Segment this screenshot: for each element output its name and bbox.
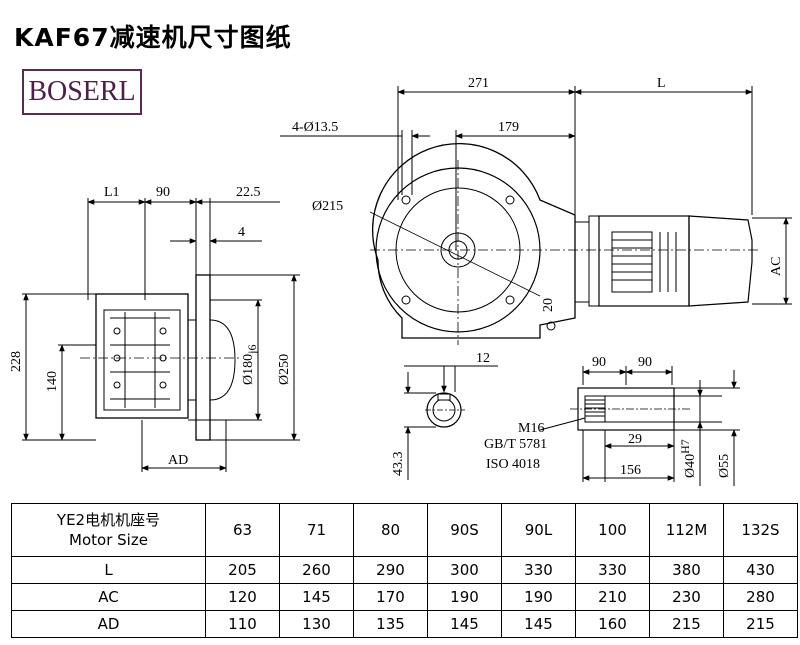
hollow-shaft-section — [539, 366, 740, 486]
table-cell: 120 — [205, 583, 280, 611]
table-row: AC 120 145 170 190 190 210 230 280 — [11, 583, 798, 611]
dim-156: 156 — [620, 463, 641, 478]
header-size-cell: 132S — [723, 503, 798, 557]
table-cell: 190 — [427, 583, 502, 611]
technical-drawing: L1 90 22.5 4 228 140 Ø180j6 Ø250 AD — [9, 76, 792, 486]
dim-l1: L1 — [104, 185, 120, 200]
table-row: AD 110 130 135 145 145 160 215 215 — [11, 610, 798, 638]
dim-ac: AC — [769, 257, 784, 276]
table-cell: 215 — [723, 610, 798, 638]
table-cell: 110 — [205, 610, 280, 638]
brand-logo: BOSERL — [22, 69, 142, 115]
dim-179: 179 — [498, 120, 519, 135]
dim-228: 228 — [9, 351, 24, 372]
table-row: L 205 260 290 300 330 330 380 430 — [11, 556, 798, 584]
header-size-cell: 112M — [649, 503, 724, 557]
table-cell: 290 — [353, 556, 428, 584]
table-cell: 145 — [501, 610, 576, 638]
table-cell: 160 — [575, 610, 650, 638]
header-size-cell: 90S — [427, 503, 502, 557]
dim-d250: Ø250 — [277, 354, 292, 385]
table-cell: 210 — [575, 583, 650, 611]
header-size-cell: 71 — [279, 503, 354, 557]
dim-holes: 4-Ø13.5 — [292, 120, 338, 135]
dim-d55: Ø55 — [717, 454, 732, 478]
table-cell: 380 — [649, 556, 724, 584]
dim-12: 12 — [476, 351, 490, 366]
dim-43-3: 43.3 — [391, 452, 406, 477]
table-cell: 430 — [723, 556, 798, 584]
table-cell: 205 — [205, 556, 280, 584]
dim-20: 20 — [541, 298, 556, 312]
table-cell: 330 — [501, 556, 576, 584]
table-cell: 215 — [649, 610, 724, 638]
dim-4: 4 — [238, 225, 245, 240]
dim-ad: AD — [168, 453, 188, 468]
table-cell: 135 — [353, 610, 428, 638]
table-cell: 230 — [649, 583, 724, 611]
table-cell: 145 — [427, 610, 502, 638]
standard-gb: GB/T 5781 — [484, 437, 547, 452]
dim-22-5: 22.5 — [236, 185, 261, 200]
header-size-cell: 100 — [575, 503, 650, 557]
table-cell: 130 — [279, 610, 354, 638]
row-label: L — [11, 556, 206, 584]
dim-90-right: 90 — [638, 355, 652, 370]
thread-spec: M16 — [518, 421, 544, 436]
row-label: AD — [11, 610, 206, 638]
row-label: AC — [11, 583, 206, 611]
dim-140: 140 — [45, 371, 60, 392]
dim-271: 271 — [468, 76, 489, 91]
header-size-cell: 63 — [205, 503, 280, 557]
dim-l: L — [657, 76, 666, 91]
page-title: KAF67减速机尺寸图纸 — [14, 23, 292, 52]
table-cell: 300 — [427, 556, 502, 584]
dim-90: 90 — [156, 185, 170, 200]
left-side-view — [22, 198, 300, 472]
table-cell: 170 — [353, 583, 428, 611]
table-cell: 280 — [723, 583, 798, 611]
dim-d40: Ø40H7 — [678, 439, 698, 478]
table-cell: 145 — [279, 583, 354, 611]
dim-90-left: 90 — [592, 355, 606, 370]
table-cell: 190 — [501, 583, 576, 611]
table-cell: 260 — [279, 556, 354, 584]
table-cell: 330 — [575, 556, 650, 584]
shaft-keyway-detail — [404, 365, 498, 480]
dim-d180: Ø180j6 — [241, 345, 259, 385]
dim-d215: Ø215 — [312, 199, 343, 214]
header-size-cell: 80 — [353, 503, 428, 557]
header-size-cell: 90L — [501, 503, 576, 557]
standard-iso: ISO 4018 — [486, 457, 540, 472]
dim-29: 29 — [628, 432, 642, 447]
front-main-view — [280, 86, 792, 345]
